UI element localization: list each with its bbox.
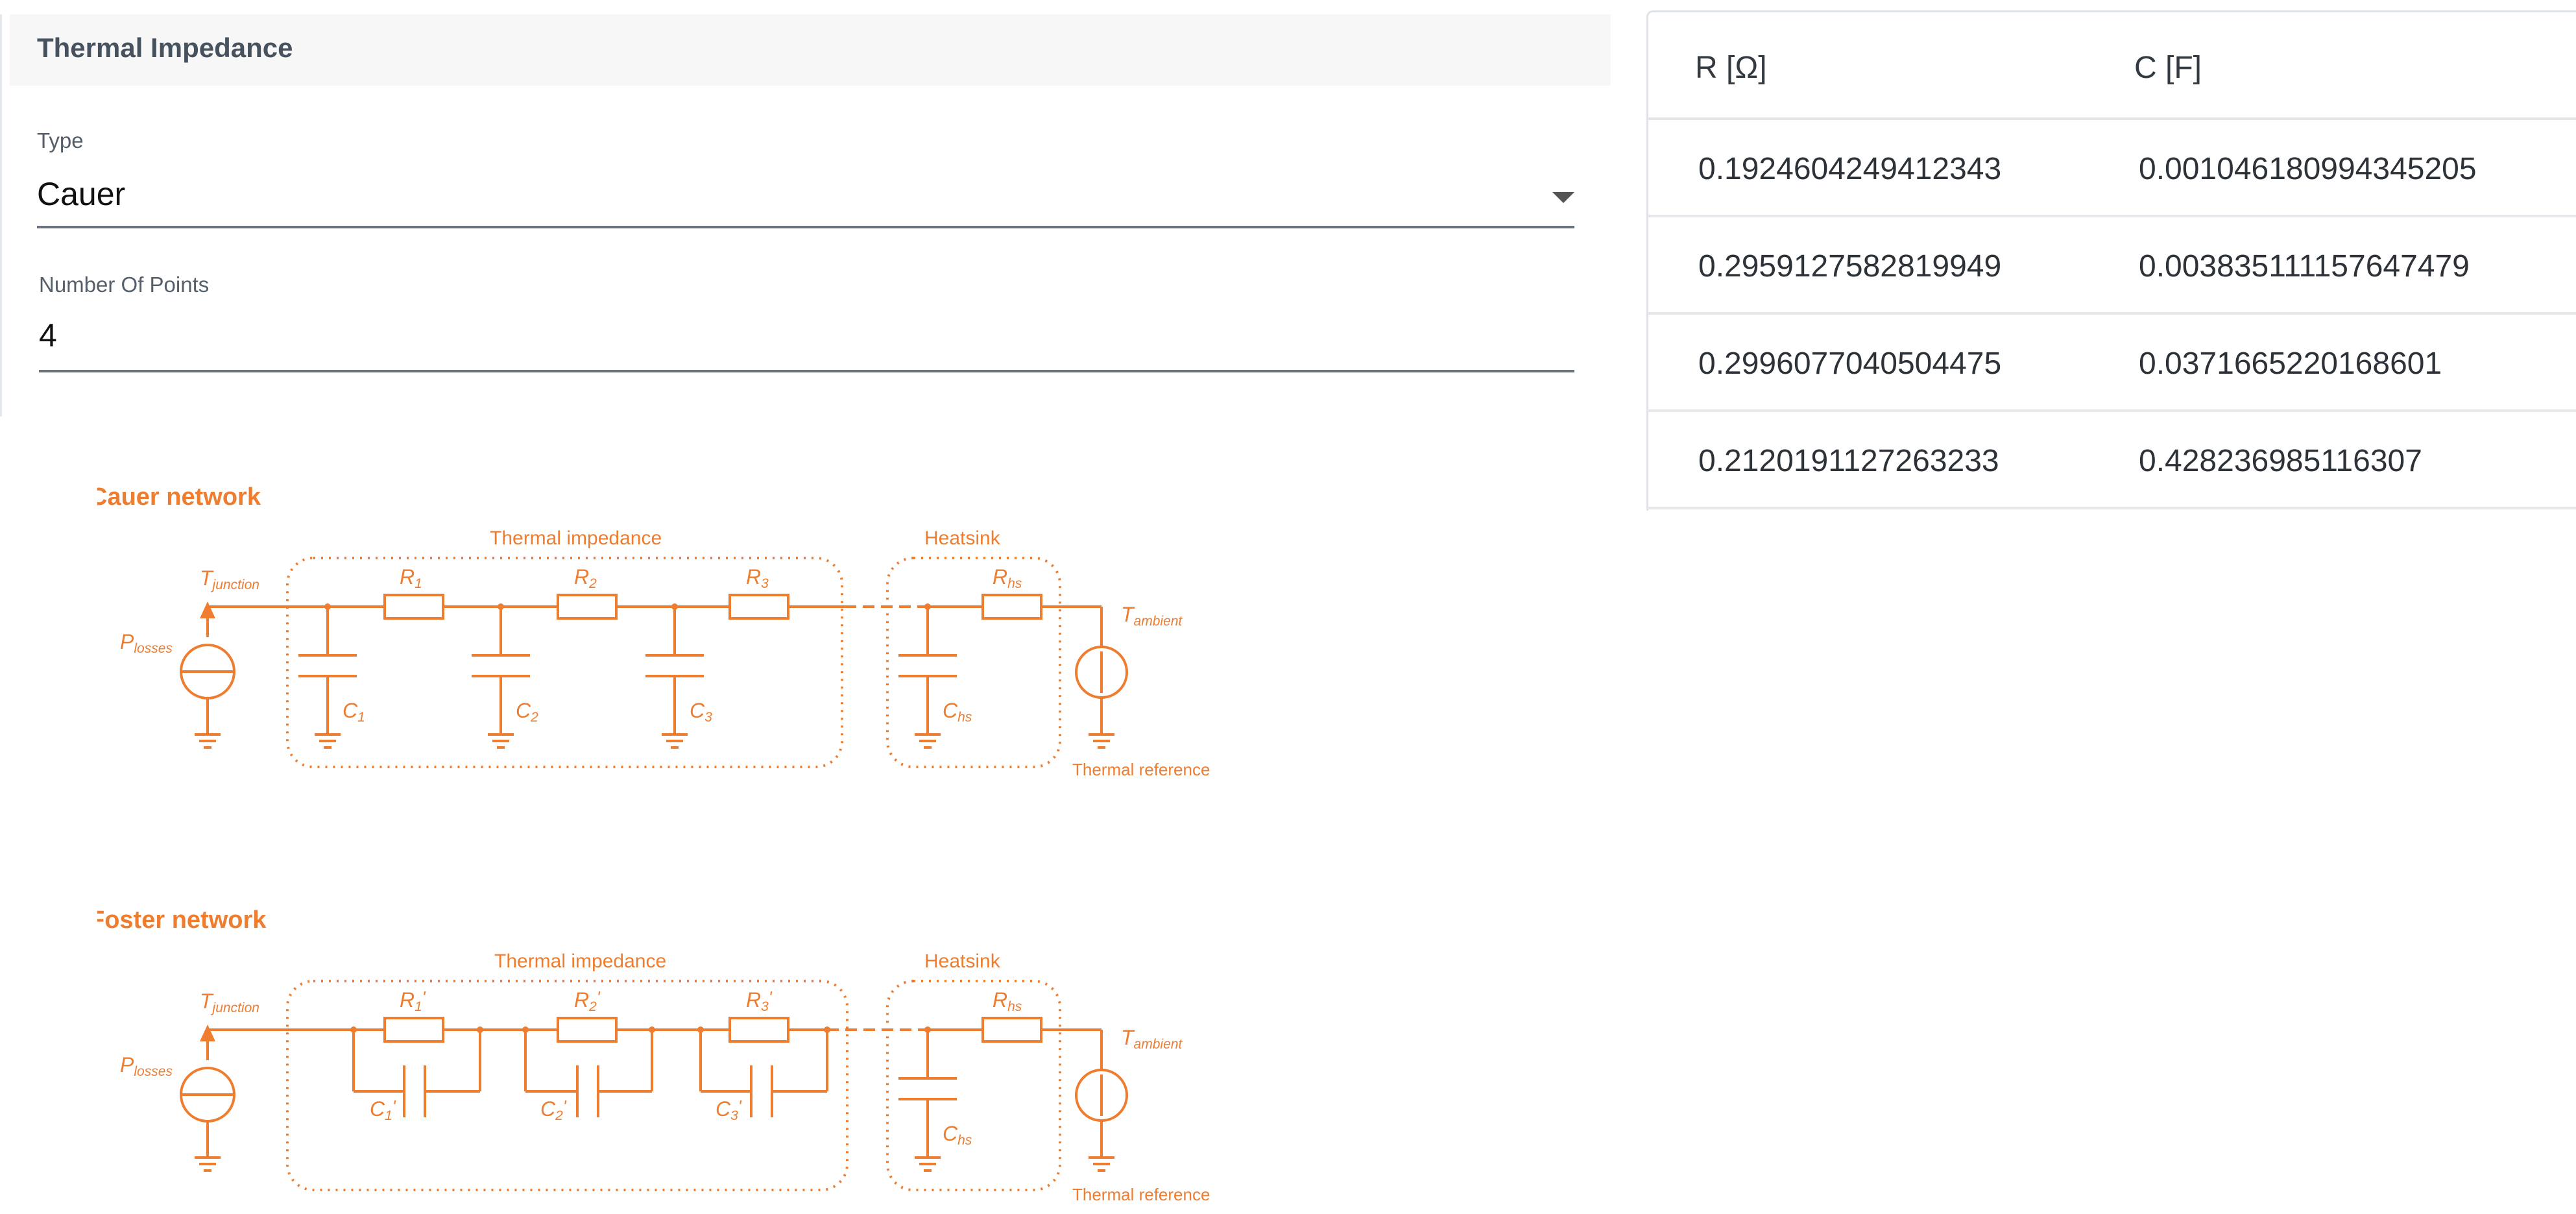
column-header-r: R [Ω] [1695, 51, 1767, 85]
cauer-network-diagram: Cauer network Thermal impedance Heatsink… [97, 483, 1210, 779]
chevron-down-icon[interactable] [1552, 192, 1574, 203]
number-of-points-value: 4 [39, 317, 57, 354]
capacitor-c2-prime [524, 1030, 653, 1117]
c2-prime-label: C2' [540, 1097, 567, 1123]
panel-title: Thermal Impedance [37, 32, 293, 63]
cell-c: 0.003835111157647479 [2139, 249, 2470, 284]
capacitor-c1-prime [352, 1030, 481, 1117]
cell-r: 0.2959127582819949 [1698, 249, 2002, 284]
heatsink-label: Heatsink [924, 951, 1001, 972]
resistor-rhs [981, 1017, 1042, 1043]
number-of-points-input[interactable]: Number Of Points 4 [39, 273, 1574, 376]
capacitor-c3-prime [699, 1030, 828, 1117]
resistor-r1-prime [383, 1017, 444, 1043]
r1-prime-label: R1' [400, 988, 426, 1014]
panel-header: Thermal Impedance [10, 14, 1611, 86]
resistor-r1 [383, 594, 444, 620]
cell-c: 0.0371665220168601 [2139, 346, 2442, 381]
chs-label: Chs [943, 1122, 972, 1148]
cell-c: 0.001046180994345205 [2139, 152, 2477, 186]
heatsink-label: Heatsink [924, 528, 1001, 549]
capacitor-chs [898, 607, 957, 749]
foster-title: Foster network [97, 906, 267, 934]
c3-label: C3 [690, 699, 712, 725]
t-ambient-label: Tambient [1121, 603, 1183, 629]
capacitor-c3 [645, 607, 704, 749]
points-underline [39, 370, 1574, 372]
arrow-up-icon [200, 1025, 215, 1041]
thermal-reference-label: Thermal reference [1072, 760, 1210, 779]
heatsink-box [886, 557, 1061, 768]
capacitor-c1 [298, 607, 357, 749]
t-junction-label: Tjunction [200, 566, 259, 592]
cauer-title: Cauer network [97, 483, 261, 511]
cell-r: 0.2996077040504475 [1698, 346, 2002, 381]
resistor-r2 [557, 594, 618, 620]
r3-label: R3 [746, 565, 769, 591]
type-label: Type [37, 128, 84, 152]
table-row: 0.2959127582819949 0.003835111157647479 [1648, 217, 2576, 315]
thermal-impedance-label: Thermal impedance [490, 528, 662, 549]
heatsink-box [886, 980, 1061, 1191]
thermal-reference-label: Thermal reference [1072, 1185, 1210, 1204]
table-row: 0.2120191127263233 0.428236985116307 [1648, 412, 2576, 509]
rc-table: R [Ω] C [F] 0.1924604249412343 0.0010461… [1646, 10, 2576, 511]
table-header: R [Ω] C [F] [1648, 12, 2576, 120]
r1-label: R1 [400, 565, 422, 591]
cell-r: 0.2120191127263233 [1698, 444, 1999, 478]
arrow-up-icon [200, 601, 215, 618]
t-junction-label: Tjunction [200, 989, 259, 1015]
p-losses-label: Plosses [120, 1053, 173, 1079]
type-value: Cauer [37, 176, 126, 212]
c3-prime-label: C3' [716, 1097, 742, 1123]
thermal-impedance-box [286, 557, 843, 768]
resistor-r3 [728, 594, 789, 620]
resistor-r2-prime [557, 1017, 618, 1043]
chs-label: Chs [943, 699, 972, 725]
p-losses-label: Plosses [120, 630, 173, 656]
ambient-temperature-source [1075, 607, 1128, 749]
rhs-label: Rhs [993, 988, 1022, 1014]
column-header-c: C [F] [2134, 51, 2202, 85]
capacitor-c2 [472, 607, 530, 749]
ambient-temperature-source [1075, 1030, 1128, 1172]
thermal-impedance-panel: Thermal Impedance Type Cauer Number Of P… [0, 14, 1611, 417]
cell-c: 0.428236985116307 [2139, 444, 2422, 478]
foster-network-diagram: Foster network Thermal impedance Heatsin… [97, 906, 1210, 1204]
power-losses-source [180, 1030, 235, 1172]
rhs-label: Rhs [993, 565, 1022, 591]
r2-prime-label: R2' [574, 988, 601, 1014]
r2-label: R2 [574, 565, 597, 591]
capacitor-chs [898, 1030, 957, 1172]
power-losses-source [180, 607, 235, 749]
t-ambient-label: Tambient [1121, 1026, 1183, 1052]
table-row: 0.1924604249412343 0.001046180994345205 [1648, 120, 2576, 217]
table-row: 0.2996077040504475 0.0371665220168601 [1648, 315, 2576, 412]
c1-label: C1 [343, 699, 365, 725]
c1-prime-label: C1' [370, 1097, 396, 1123]
c2-label: C2 [516, 699, 538, 725]
type-underline [37, 226, 1574, 228]
resistor-r3-prime [728, 1017, 789, 1043]
resistor-rhs [981, 594, 1042, 620]
thermal-impedance-label: Thermal impedance [494, 951, 666, 972]
r3-prime-label: R3' [746, 988, 773, 1014]
type-select[interactable]: Type Cauer [37, 128, 1574, 232]
number-of-points-label: Number Of Points [39, 273, 210, 297]
cell-r: 0.1924604249412343 [1698, 152, 2002, 186]
